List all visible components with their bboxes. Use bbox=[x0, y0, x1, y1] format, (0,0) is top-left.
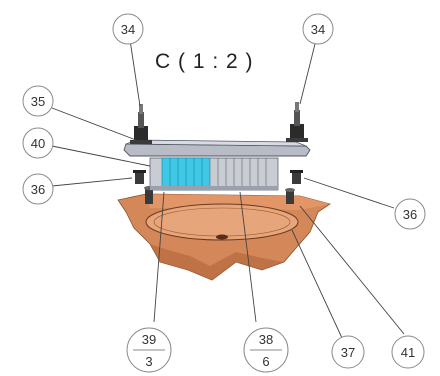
base-ring bbox=[145, 203, 299, 241]
leader-lines bbox=[51, 39, 405, 339]
callout-qty: 6 bbox=[262, 354, 269, 369]
bolt-right bbox=[286, 102, 308, 142]
base-body bbox=[117, 193, 331, 281]
base-hole bbox=[216, 234, 228, 240]
callout-label: 36 bbox=[403, 207, 417, 222]
callout-41: 41 bbox=[391, 335, 425, 369]
callout-label: 39 bbox=[142, 332, 156, 347]
callout-39: 39 3 bbox=[126, 327, 172, 373]
callout-label: 35 bbox=[31, 94, 45, 109]
callout-label: 37 bbox=[341, 345, 355, 360]
screw-left bbox=[133, 170, 146, 184]
callout-34-right: 34 bbox=[302, 13, 334, 45]
callout-37: 37 bbox=[331, 335, 365, 369]
callout-label: 41 bbox=[401, 345, 415, 360]
cell-block bbox=[149, 157, 279, 191]
callout-34-left: 34 bbox=[112, 13, 144, 45]
callout-40: 40 bbox=[22, 127, 54, 159]
callout-36-left: 36 bbox=[22, 173, 54, 205]
view-title: C ( 1 : 2 ) bbox=[155, 50, 254, 73]
callout-label: 36 bbox=[31, 182, 45, 197]
bolt-left bbox=[130, 104, 152, 144]
callout-label: 38 bbox=[259, 332, 273, 347]
callout-36-right: 36 bbox=[394, 198, 426, 230]
screw-right bbox=[290, 170, 303, 184]
callout-label: 34 bbox=[121, 22, 135, 37]
callout-35: 35 bbox=[22, 85, 54, 117]
callout-label: 34 bbox=[311, 22, 325, 37]
callout-38: 38 6 bbox=[243, 327, 289, 373]
callout-label: 40 bbox=[31, 136, 45, 151]
clamp-plate bbox=[123, 139, 311, 157]
callout-qty: 3 bbox=[145, 354, 152, 369]
